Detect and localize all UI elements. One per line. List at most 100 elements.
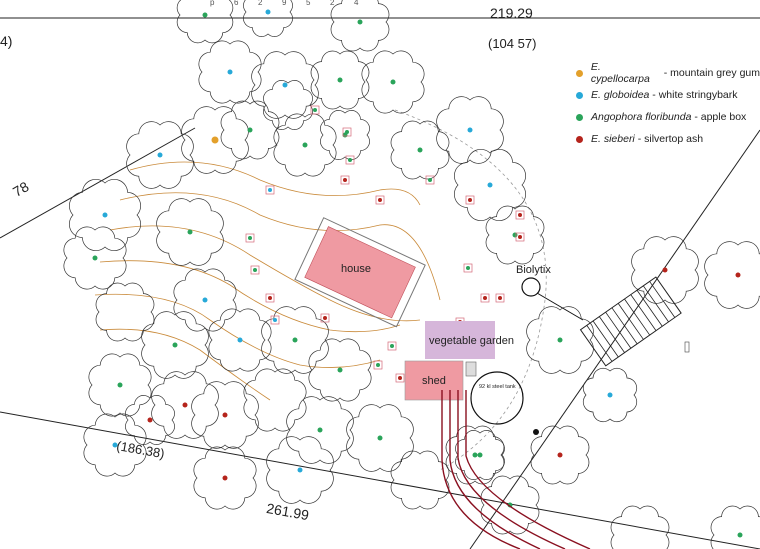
house-label: house <box>341 263 371 275</box>
tree-marker-dot <box>313 108 317 112</box>
tree-dot <box>390 79 396 85</box>
driveway <box>441 390 591 549</box>
tree-marker-box <box>375 195 385 205</box>
tree-canopy <box>390 120 450 180</box>
contour-line <box>129 161 421 206</box>
steel-tank <box>470 371 524 425</box>
tree-marker-box <box>515 232 525 242</box>
tree-dot <box>357 19 363 25</box>
contour-line <box>99 260 401 333</box>
top-margin-mark: 9 <box>282 0 287 7</box>
tree-dot <box>211 136 219 144</box>
vegetable-garden-bed <box>425 321 495 359</box>
stair-tread <box>642 285 669 323</box>
tree-marker-box <box>515 210 525 220</box>
tree-marker-dot <box>398 376 402 380</box>
tree-dot <box>557 452 563 458</box>
tree-marker-box <box>265 293 275 303</box>
tree-canopy <box>361 50 425 114</box>
tree-canopy <box>191 381 259 449</box>
tree-canopy <box>582 367 638 423</box>
contour-line <box>99 328 271 401</box>
tree-canopy <box>704 241 760 309</box>
legend-species: E. sieberi <box>591 133 635 145</box>
top-distance-label: 219.29 <box>490 5 533 21</box>
tree-marker-box <box>480 293 490 303</box>
tree-canopy <box>243 0 293 37</box>
stair-tread <box>605 311 632 349</box>
tree-canopy <box>83 413 147 477</box>
legend-species: E. globoidea <box>591 89 650 101</box>
legend-common-name: - white stringybark <box>649 89 738 101</box>
contour-line <box>109 225 421 322</box>
tree-marker-dot <box>343 178 347 182</box>
tree-canopy <box>220 100 280 160</box>
legend-item: E. cypellocarpa - mountain grey gum <box>576 61 760 85</box>
tree-canopy <box>445 425 505 485</box>
vegetable-garden-label: vegetable garden <box>429 335 515 347</box>
tree-canopy <box>198 40 262 104</box>
tree-marker-box <box>495 293 505 303</box>
tree-marker-dot <box>268 296 272 300</box>
tree-canopy <box>631 236 699 304</box>
legend-swatch <box>576 113 583 121</box>
tree-canopy <box>151 371 219 439</box>
tree-dot <box>247 127 253 133</box>
top-margin-mark: 6 <box>234 0 239 7</box>
tree-dot <box>377 435 383 441</box>
tree-canopy <box>710 505 760 549</box>
tree-marker-box <box>250 265 260 275</box>
legend-common-name: - silvertop ash <box>634 133 704 145</box>
tree-marker-box <box>310 105 320 115</box>
tree-dot <box>477 452 483 458</box>
tree-marker-dot <box>273 318 277 322</box>
tree-dot <box>302 142 308 148</box>
deck-stairs <box>579 276 682 367</box>
tree-dot <box>265 9 271 15</box>
tree-dot <box>472 452 478 458</box>
top-secondary-label: (104 57) <box>488 36 537 51</box>
legend-species: Angophora floribunda <box>591 111 692 123</box>
tree-marker-dot <box>376 363 380 367</box>
biolytix-label: Biolytix <box>516 264 551 276</box>
tree-canopy <box>610 505 670 549</box>
survey-point <box>533 429 539 435</box>
tree-marker-dot <box>378 198 382 202</box>
tree-dot <box>735 272 741 278</box>
tree-marker-box <box>320 313 330 323</box>
bottom-boundary-line <box>0 411 760 549</box>
legend-item: Angophora floribunda - apple box <box>576 106 760 128</box>
tree-canopy <box>251 51 319 119</box>
biolytix-tank <box>521 277 541 297</box>
tree-marker-dot <box>253 268 257 272</box>
stair-tread <box>599 316 625 353</box>
shed-footprint <box>404 360 464 401</box>
tree-canopy <box>320 110 370 160</box>
tree-canopy <box>286 396 354 464</box>
stair-tread <box>649 281 676 318</box>
tree-marker-dot <box>390 344 394 348</box>
tree-marker-box <box>265 185 275 195</box>
legend-common-name: - mountain grey gum <box>660 67 760 79</box>
shed-label: shed <box>422 375 446 387</box>
stair-tread <box>617 303 644 340</box>
house-footprint <box>294 217 426 328</box>
left-edge-fragment: 4) <box>0 33 13 49</box>
stair-tread <box>592 320 619 358</box>
contour-line <box>94 293 381 368</box>
tree-marker-dot <box>483 296 487 300</box>
tree-dot <box>222 475 228 481</box>
tree-canopy <box>390 450 450 510</box>
tree-marker-dot <box>348 158 352 162</box>
stair-tread <box>636 289 663 327</box>
tree-canopy <box>436 96 504 164</box>
tree-marker-box <box>345 155 355 165</box>
tree-marker-box <box>395 373 405 383</box>
tree-marker-dot <box>248 236 252 240</box>
tree-dot <box>102 212 108 218</box>
tree-canopy <box>308 338 372 402</box>
tree-canopy <box>193 446 257 510</box>
tree-marker-box <box>373 360 383 370</box>
tree-canopy <box>243 368 307 432</box>
tree-marker-dot <box>518 213 522 217</box>
